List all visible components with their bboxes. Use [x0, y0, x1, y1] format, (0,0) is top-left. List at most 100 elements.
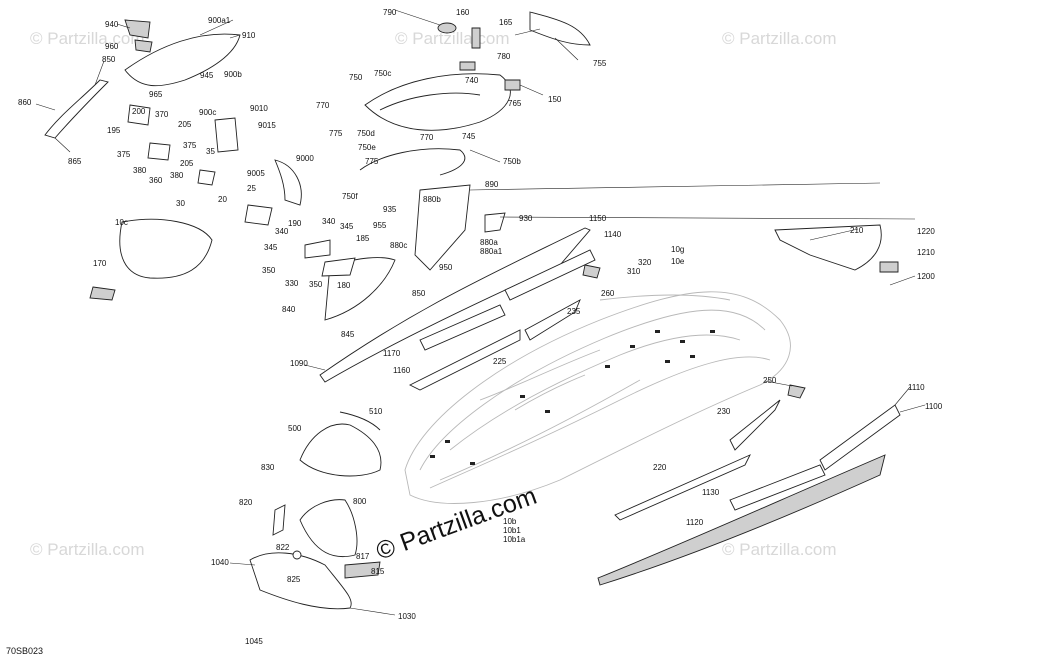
callout-815: 815: [371, 567, 385, 576]
callout-940: 940: [105, 20, 119, 29]
callout-185: 185: [356, 234, 370, 243]
callout-labels: 940 900a1 910 960 850 945 900b 965 860 9…: [18, 8, 943, 646]
callout-350b: 350: [309, 280, 323, 289]
callout-817: 817: [356, 552, 370, 561]
callout-750f: 750f: [342, 192, 358, 201]
callout-1110: 1110: [908, 383, 925, 392]
callout-935: 935: [383, 205, 397, 214]
callout-770b: 770: [420, 133, 434, 142]
hull-fasteners: [430, 330, 715, 465]
callout-900b: 900b: [224, 70, 242, 79]
storage-cover-parts: [44, 19, 302, 301]
callout-930: 930: [519, 214, 533, 223]
callout-35: 35: [206, 147, 215, 156]
callout-220: 220: [653, 463, 667, 472]
callout-825: 825: [287, 575, 301, 584]
callout-340b: 340: [275, 227, 289, 236]
callout-370: 370: [155, 110, 169, 119]
callout-840: 840: [282, 305, 296, 314]
callout-860: 860: [18, 98, 32, 107]
drawing-code: 70SB023: [6, 646, 43, 656]
callout-375b: 375: [117, 150, 131, 159]
callout-180: 180: [337, 281, 351, 290]
callout-10e: 10e: [671, 257, 685, 266]
callout-865: 865: [68, 157, 82, 166]
callout-850b: 850: [412, 289, 426, 298]
callout-10c: 10c: [115, 218, 128, 227]
callout-775a: 775: [329, 129, 343, 138]
callout-1170: 1170: [383, 349, 401, 358]
callout-850a: 850: [102, 55, 116, 64]
callout-340a: 340: [322, 217, 336, 226]
callout-1130: 1130: [702, 488, 720, 497]
callout-235: 235: [567, 307, 581, 316]
callout-900c: 900c: [199, 108, 216, 117]
callout-1150: 1150: [589, 214, 607, 223]
callout-10g: 10g: [671, 245, 684, 254]
callout-740: 740: [465, 76, 479, 85]
leader-lines: [35, 9, 926, 616]
callout-345b: 345: [264, 243, 278, 252]
callout-195: 195: [107, 126, 121, 135]
callout-10b1: 10b1: [503, 526, 521, 535]
callout-830: 830: [261, 463, 275, 472]
watermark-top-left: © Partzilla.com: [30, 29, 145, 48]
callout-10b: 10b: [503, 517, 517, 526]
watermark-top-right: © Partzilla.com: [722, 29, 837, 48]
callout-750b: 750b: [503, 157, 521, 166]
callout-190: 190: [288, 219, 302, 228]
watermark-top-center: © Partzilla.com: [395, 29, 510, 48]
callout-260: 260: [601, 289, 615, 298]
watermarks: © Partzilla.com © Partzilla.com © Partzi…: [30, 29, 837, 559]
callout-360: 360: [149, 176, 163, 185]
callout-205b: 205: [180, 159, 194, 168]
callout-170: 170: [93, 259, 107, 268]
callout-890: 890: [485, 180, 499, 189]
callout-330: 330: [285, 279, 299, 288]
callout-955: 955: [373, 221, 387, 230]
callout-1140: 1140: [604, 230, 622, 239]
callout-750c: 750c: [374, 69, 391, 78]
callout-320: 320: [638, 258, 652, 267]
callout-965: 965: [149, 90, 163, 99]
watermark-bottom-right: © Partzilla.com: [722, 540, 837, 559]
callout-945: 945: [200, 71, 214, 80]
callout-9005: 9005: [247, 169, 265, 178]
callout-230: 230: [717, 407, 731, 416]
callout-30: 30: [176, 199, 185, 208]
callout-1160: 1160: [393, 366, 411, 375]
callout-510: 510: [369, 407, 383, 416]
callout-9015: 9015: [258, 121, 276, 130]
callout-780: 780: [497, 52, 511, 61]
callout-750: 750: [349, 73, 363, 82]
callout-1045: 1045: [245, 637, 263, 646]
callout-750e: 750e: [358, 143, 376, 152]
callout-755: 755: [593, 59, 607, 68]
callout-225: 225: [493, 357, 507, 366]
callout-775b: 775: [365, 157, 379, 166]
callout-1030: 1030: [398, 612, 416, 621]
glovebox-parts: [359, 11, 591, 176]
callout-880a1: 880a1: [480, 247, 503, 256]
callout-900a1: 900a1: [208, 16, 231, 25]
hull-assembly: [404, 291, 791, 504]
callout-10b1a: 10b1a: [503, 535, 526, 544]
callout-310: 310: [627, 267, 641, 276]
callout-350a: 350: [262, 266, 276, 275]
callout-200: 200: [132, 107, 146, 116]
callout-820: 820: [239, 498, 253, 507]
callout-950: 950: [439, 263, 453, 272]
callout-20: 20: [218, 195, 227, 204]
callout-1100: 1100: [925, 402, 943, 411]
callout-380a: 380: [133, 166, 147, 175]
rub-rails: [319, 227, 901, 586]
callout-960: 960: [105, 42, 119, 51]
callout-25: 25: [247, 184, 256, 193]
watermark-bottom-left: © Partzilla.com: [30, 540, 145, 559]
callout-160: 160: [456, 8, 470, 17]
callout-9000: 9000: [296, 154, 314, 163]
callout-205a: 205: [178, 120, 192, 129]
callout-822: 822: [276, 543, 290, 552]
callout-800: 800: [353, 497, 367, 506]
callout-9010: 9010: [250, 104, 268, 113]
